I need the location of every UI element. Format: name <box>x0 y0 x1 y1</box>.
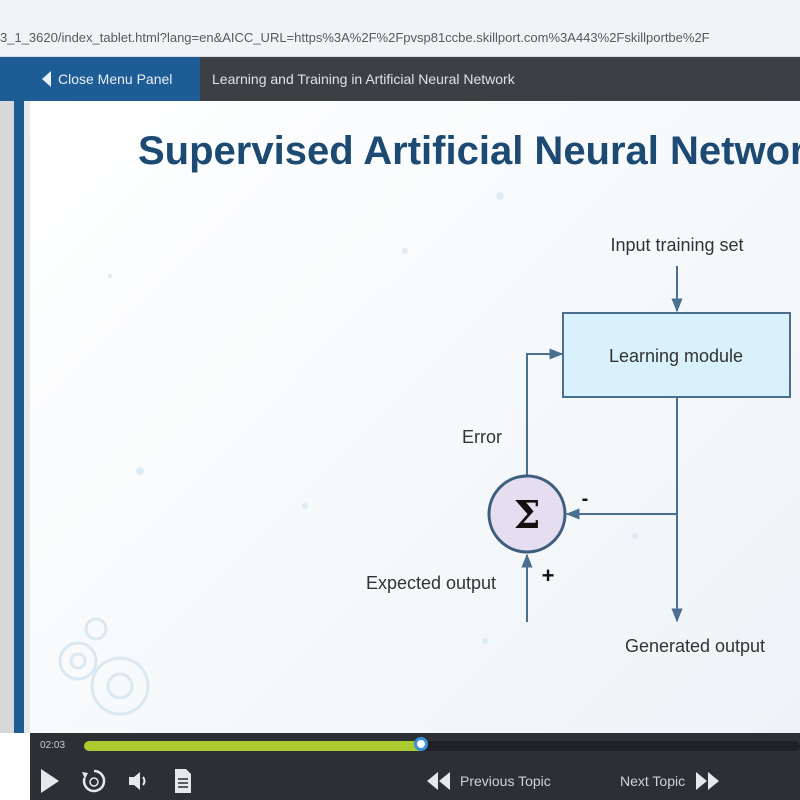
course-title: Learning and Training in Artificial Neur… <box>212 71 515 87</box>
progress-bar[interactable] <box>84 737 800 751</box>
url-text[interactable]: 3_1_3620/index_tablet.html?lang=en&AICC_… <box>0 30 710 45</box>
rail-shade-strip <box>24 101 30 733</box>
close-menu-panel-label: Close Menu Panel <box>58 71 173 87</box>
player-controls: 02:03 Previous Topic Next Topic <box>30 733 800 800</box>
menu-panel-rail <box>0 101 30 733</box>
slide-decoration-and-diagram: Learning module Σ Input training set Err… <box>58 192 791 716</box>
learning-module-label: Learning module <box>609 346 743 366</box>
learning-module-box <box>562 312 791 398</box>
previous-topic-button[interactable]: Previous Topic <box>425 769 551 793</box>
volume-icon[interactable] <box>126 768 152 794</box>
progress-scrubber-handle[interactable] <box>413 737 428 751</box>
player-header: Close Menu Panel Learning and Training i… <box>0 57 800 101</box>
input-training-set-label: Input training set <box>610 235 743 255</box>
error-label: Error <box>462 427 502 447</box>
slide-title: Supervised Artificial Neural Network <box>138 129 800 173</box>
sigma-symbol: Σ <box>514 492 541 537</box>
plus-sign: + <box>542 563 555 588</box>
expected-output-label: Expected output <box>366 573 496 593</box>
error-arrow <box>526 348 564 476</box>
minus-sign: - <box>582 488 589 510</box>
rail-gray-strip <box>0 101 14 733</box>
generated-output-label: Generated output <box>625 636 765 656</box>
chevron-left-icon <box>42 71 51 87</box>
rail-blue-strip <box>14 101 24 733</box>
slide-content: Learning module Σ Input training set Err… <box>30 101 800 733</box>
background-dots-decoration <box>108 192 638 644</box>
summation-node <box>487 474 567 554</box>
progress-fill <box>84 741 421 751</box>
gear-decoration-icon <box>58 617 150 716</box>
play-icon[interactable] <box>38 767 62 795</box>
browser-address-bar[interactable]: 3_1_3620/index_tablet.html?lang=en&AICC_… <box>0 0 800 57</box>
previous-topic-label: Previous Topic <box>460 773 551 789</box>
rewind-icon <box>427 772 450 790</box>
next-topic-label: Next Topic <box>620 773 686 789</box>
elapsed-time: 02:03 <box>40 740 66 751</box>
replay-10-icon[interactable] <box>80 767 108 795</box>
fast-forward-icon <box>696 772 720 790</box>
next-topic-button[interactable]: Next Topic <box>620 769 721 793</box>
transcript-document-icon[interactable] <box>172 767 194 795</box>
close-menu-panel-button[interactable]: Close Menu Panel <box>0 57 200 101</box>
